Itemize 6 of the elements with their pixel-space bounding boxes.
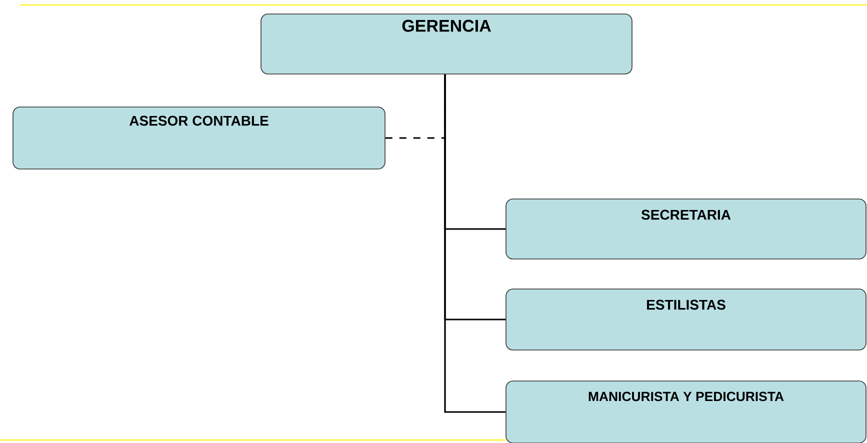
org-box: GERENCIA: [260, 14, 632, 74]
org-box: ESTILISTAS: [506, 288, 866, 350]
org-box: MANICURISTA Y PEDICURISTA: [506, 380, 866, 443]
connector-line: [444, 74, 506, 413]
org-box: ASESOR CONTABLE: [12, 106, 386, 170]
org-box: SECRETARIA: [506, 198, 866, 260]
